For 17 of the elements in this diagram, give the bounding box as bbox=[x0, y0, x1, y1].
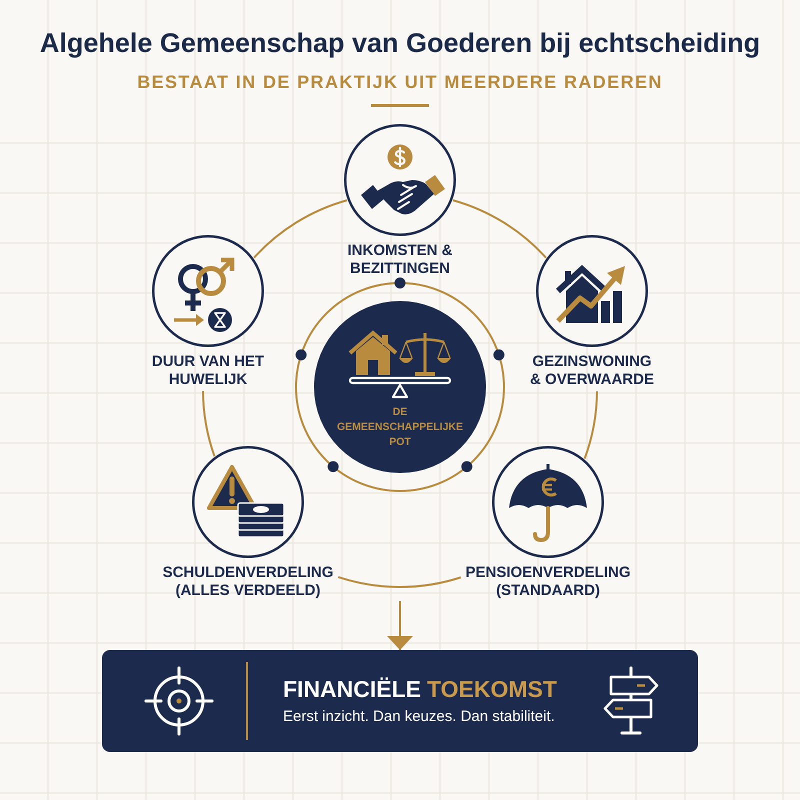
connector-arc bbox=[202, 391, 216, 457]
connector-arc bbox=[584, 391, 598, 459]
arrow bbox=[387, 601, 413, 650]
node-label: INKOMSTEN & BEZITTINGEN bbox=[346, 242, 454, 278]
node-label: DUUR VAN HET HUWELIJK bbox=[150, 353, 266, 389]
connector-arc bbox=[253, 199, 348, 258]
banner-heading: FINANCIËLE bbox=[283, 675, 421, 703]
node-label: GEZINSWONING & OVERWAARDE bbox=[529, 353, 655, 389]
node-label: PENSIOENVERDELING (STANDAARD) bbox=[464, 564, 632, 600]
banner-tagline: Eerst inzicht. Dan keuzes. Dan stabiliteit. bbox=[283, 707, 556, 727]
connector-arc bbox=[338, 576, 462, 588]
summary-banner bbox=[102, 650, 698, 752]
node-label: SCHULDENVERDELING (ALLES VERDEELD) bbox=[162, 564, 334, 600]
title: Algehele Gemeenschap van Goederen bij echtscheiding bbox=[40, 27, 760, 59]
connector-arc bbox=[452, 199, 547, 258]
banner-heading-accent: TOEKOMST bbox=[427, 675, 557, 703]
subtitle: BESTAAT IN DE PRAKTIJK UIT MEERDERE RADEREN bbox=[137, 71, 663, 94]
